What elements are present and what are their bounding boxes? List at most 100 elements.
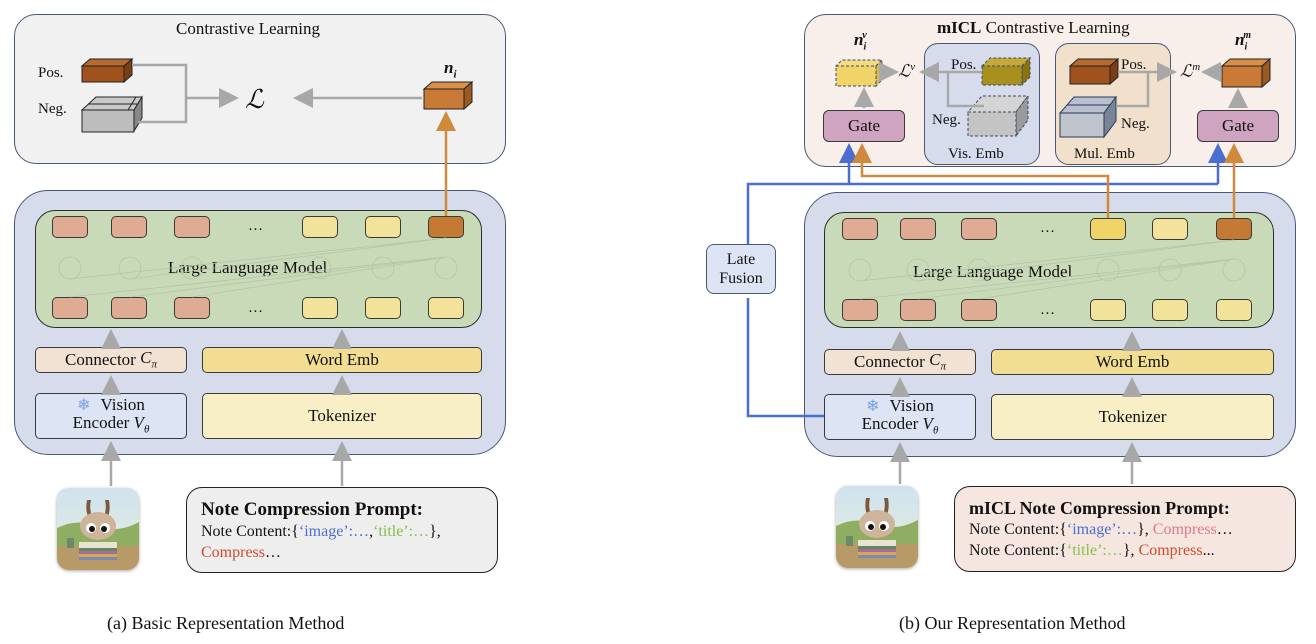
text-token-out	[1152, 218, 1188, 240]
loss-v-sup: v	[910, 61, 916, 73]
prompt-compress-title: Compress	[1138, 541, 1203, 559]
image-token-in	[842, 299, 878, 321]
text-token-in	[1152, 299, 1188, 321]
prompt-image-field: ‘image’:…	[1066, 521, 1138, 539]
text-token-in	[365, 297, 401, 319]
ellipsis: …	[248, 300, 263, 316]
prompt-line2: Compress…	[201, 543, 483, 563]
vision-line2: Encoder Vθ	[73, 414, 150, 436]
note-compression-prompt: Note Compression Prompt: Note Content:{‘…	[186, 487, 498, 573]
mul-emb-label: Mul. Emb	[1074, 146, 1135, 162]
text-token-in	[428, 297, 464, 319]
loss-symbol: ℒ	[245, 85, 264, 115]
n-v-sub: i	[863, 41, 867, 53]
mul-pos-label: Pos.	[1121, 57, 1147, 73]
word-emb-label: Word Emb	[1095, 352, 1170, 372]
mul-neg-cubes	[1058, 95, 1117, 139]
prompt-prefix: Note Content:{	[201, 523, 299, 541]
tokenizer-box: Tokenizer	[202, 393, 482, 439]
mul-pos-cube	[1068, 57, 1120, 86]
vis-emb-label: Vis. Emb	[948, 146, 1004, 162]
llm-label: Large Language Model	[168, 258, 328, 277]
word-emb-box: Word Emb	[991, 349, 1274, 375]
micl-title-bold: mICL	[937, 18, 982, 37]
llm-box	[824, 212, 1274, 328]
image-token-out	[842, 218, 878, 240]
ellipsis: …	[1040, 302, 1055, 318]
n-v-label: niv	[854, 30, 867, 52]
image-token-in	[961, 299, 997, 321]
micl-title: mICL Contrastive Learning	[937, 18, 1130, 38]
gate-label: Gate	[847, 116, 881, 135]
prompt-prefix: Note Content:{	[969, 541, 1067, 559]
compressed-token-out	[1216, 218, 1252, 240]
neg-cubes	[80, 95, 143, 133]
vision-symbol: V	[133, 413, 144, 433]
llama-image	[836, 486, 918, 568]
prompt-line2: Note Content:{‘title’:…}, Compress...	[969, 541, 1281, 561]
gate-multimodal: Gate	[1197, 110, 1279, 142]
ellipsis: …	[248, 218, 263, 234]
contrastive-learning-title: Contrastive Learning	[176, 19, 320, 38]
text-token-in	[1216, 299, 1252, 321]
pos-label: Pos.	[38, 65, 64, 81]
n-m-sub: i	[1244, 41, 1248, 53]
vis-pos-label: Pos.	[951, 57, 977, 73]
nm-cube	[1220, 57, 1272, 89]
prompt-ellipsis: …	[1216, 521, 1233, 539]
pos-neg-connector	[132, 63, 188, 124]
vis-pos-neg-connector	[946, 70, 984, 108]
vision-label: Vision	[889, 395, 934, 415]
word-emb-label: Word Emb	[305, 350, 379, 370]
gate-label: Gate	[1221, 116, 1255, 135]
llama-image	[57, 488, 139, 570]
connector-subscript: π	[151, 358, 157, 371]
vision-line2: Encoder Vθ	[862, 415, 939, 437]
vision-line1: ❄Vision	[866, 395, 934, 416]
llm-network-lines	[58, 237, 458, 298]
connector-label: Connector	[65, 350, 136, 370]
prompt-compress-image: Compress	[1152, 521, 1217, 539]
loss-v: ℒv	[898, 61, 915, 82]
text-token-in	[302, 297, 338, 319]
image-token-out	[961, 218, 997, 240]
image-token-out	[900, 218, 936, 240]
vision-encoder-box: ❄Vision Encoder Vθ	[824, 394, 976, 440]
vis-neg-label: Neg.	[932, 112, 961, 128]
connector-box: Connector Cπ	[35, 347, 187, 373]
vision-encoder-box: ❄Vision Encoder Vθ	[35, 393, 187, 439]
nv-cube-dashed	[834, 58, 884, 88]
prompt-suffix: },	[1137, 521, 1153, 539]
caption-a: (a) Basic Representation Method	[107, 613, 345, 633]
embedding-label: ni	[444, 58, 457, 80]
prompt-sep: ,	[369, 523, 374, 541]
image-token-out	[111, 216, 147, 238]
late-fusion-line2: Fusion	[719, 270, 763, 287]
late-fusion-line-bottom	[746, 298, 824, 418]
mul-neg-label: Neg.	[1121, 116, 1150, 132]
text-token-out	[302, 216, 338, 238]
n-m-sup: m	[1243, 30, 1252, 42]
prompt-suffix: },	[1122, 541, 1139, 559]
prompt-title-field: ‘title’:…	[1066, 541, 1123, 559]
embedding-subscript: i	[453, 68, 457, 81]
prompt-prefix: Note Content:{	[969, 521, 1067, 539]
n-v-sup: v	[862, 30, 867, 42]
prompt-heading: Note Compression Prompt:	[201, 499, 423, 520]
n-v-letter: n	[854, 30, 864, 49]
image-token-in	[174, 297, 210, 319]
loss-m-sup: m	[1192, 61, 1201, 73]
image-token-in	[52, 297, 88, 319]
late-fusion-line-top	[746, 182, 1218, 244]
ellipsis: …	[1040, 220, 1055, 236]
text-token-out-highlight	[1090, 218, 1126, 240]
tokenizer-label: Tokenizer	[1098, 407, 1167, 427]
orange-line-to-gate-v	[852, 143, 1110, 218]
prompt-line1: Note Content:{‘image’:…,‘title’:…},	[201, 522, 483, 542]
prompt-heading: mICL Note Compression Prompt:	[969, 498, 1230, 518]
compressed-token-out	[428, 216, 464, 238]
vision-subscript: θ	[932, 424, 939, 437]
image-token-in	[111, 297, 147, 319]
prompt-ellipsis: ...	[1202, 541, 1215, 559]
